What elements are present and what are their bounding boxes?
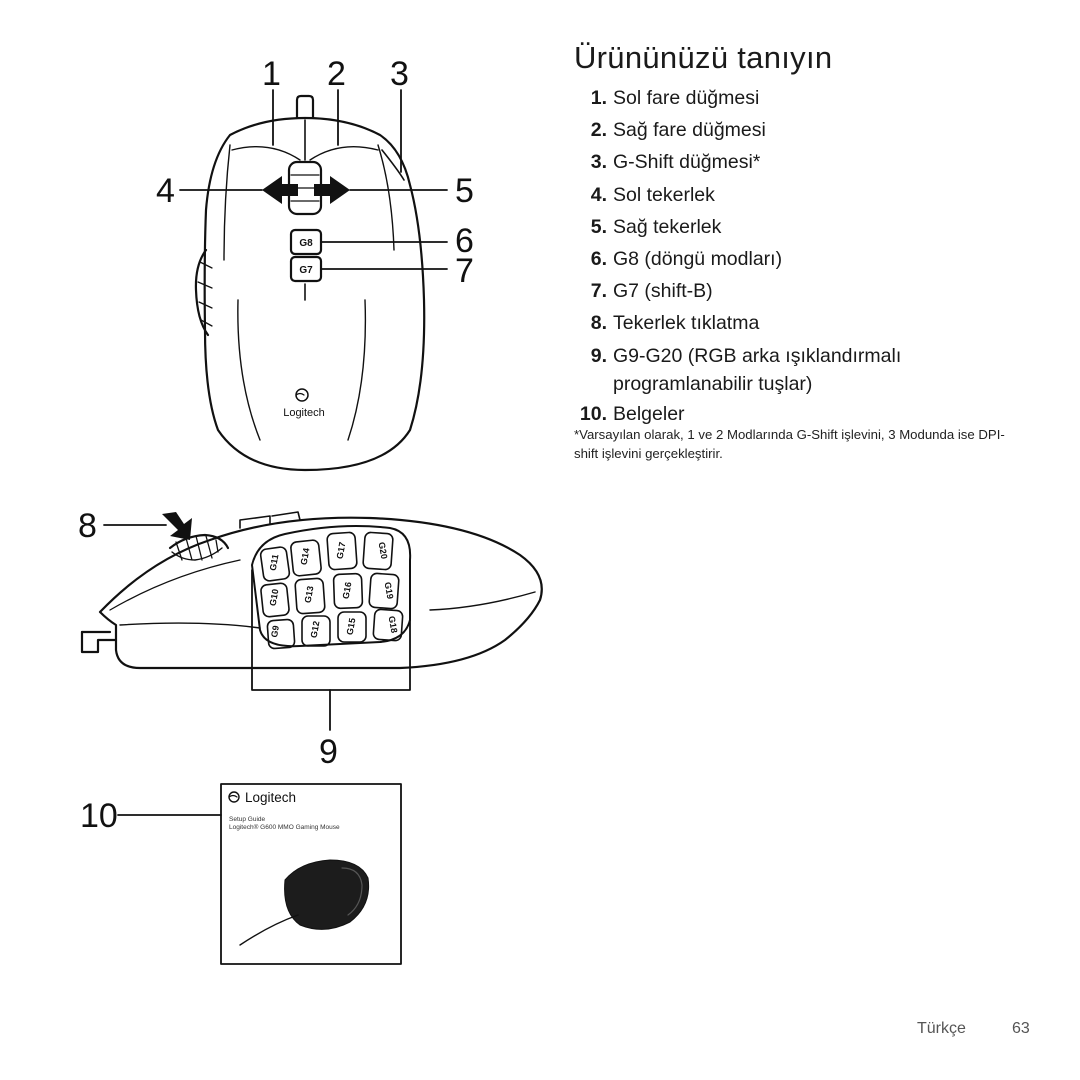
mouse-top-view bbox=[194, 94, 426, 472]
item-number: 9. bbox=[590, 344, 607, 367]
parts-list: 1. Sol fare düğmesi 2. Sağ fare düğmesi 3.… bbox=[574, 82, 1034, 430]
page-title: Ürününüzü tanıyın bbox=[574, 40, 833, 75]
button-g11-label: G11 bbox=[268, 553, 281, 571]
item-label: G-Shift düğmesi* bbox=[613, 151, 761, 174]
callout-6: 6 bbox=[455, 222, 474, 260]
side-button-labels: G9 G10 G11 G12 G13 G14 G15 G16 G17 G18 G… bbox=[268, 541, 400, 638]
item-number: 8. bbox=[590, 312, 607, 335]
list-item: 9. G9-G20 (RGB arka ışıklandırmalı progra… bbox=[574, 340, 1034, 398]
item-number: 2. bbox=[590, 119, 607, 142]
callout-7: 7 bbox=[455, 252, 474, 290]
callout-1: 1 bbox=[262, 55, 281, 93]
callout-3: 3 bbox=[390, 55, 409, 93]
booklet-line-2: Logitech® G600 MMO Gaming Mouse bbox=[229, 823, 340, 831]
item-number: 7. bbox=[590, 280, 607, 303]
button-g7-label: G7 bbox=[299, 265, 313, 276]
list-item: 6. G8 (döngü modları) bbox=[574, 243, 1034, 275]
booklet-brand: Logitech bbox=[245, 790, 296, 805]
button-g10-label: G10 bbox=[268, 588, 281, 606]
item-label: G9-G20 (RGB arka ışıklandırmalı programl… bbox=[613, 344, 902, 395]
callout-5: 5 bbox=[455, 172, 474, 210]
button-g14-label: G14 bbox=[299, 547, 312, 565]
button-g9-label: G9 bbox=[269, 625, 281, 639]
button-g13-label: G13 bbox=[303, 585, 316, 603]
button-g18-label: G18 bbox=[387, 615, 400, 633]
button-g20-label: G20 bbox=[377, 541, 390, 559]
item-number: 5. bbox=[590, 215, 607, 238]
item-label: Sağ fare düğmesi bbox=[613, 119, 766, 142]
button-g17-label: G17 bbox=[335, 541, 348, 559]
callout-8: 8 bbox=[78, 507, 97, 545]
button-g19-label: G19 bbox=[383, 581, 396, 599]
callout-leaders-side bbox=[103, 524, 411, 731]
side-buttons bbox=[259, 531, 404, 650]
callout-2: 2 bbox=[327, 55, 346, 93]
item-number: 3. bbox=[590, 151, 607, 174]
footer-language: Türkçe bbox=[917, 1020, 966, 1037]
list-item: 2. Sağ fare düğmesi bbox=[574, 114, 1034, 146]
item-label: G8 (döngü modları) bbox=[613, 248, 783, 271]
button-g8-label: G8 bbox=[299, 238, 313, 249]
list-item: 1. Sol fare düğmesi bbox=[574, 82, 1034, 114]
booklet-line-1: Setup Guide bbox=[229, 816, 266, 823]
button-g16-label: G16 bbox=[341, 581, 354, 599]
logitech-logo-text: Logitech bbox=[283, 407, 325, 419]
list-item: 7. G7 (shift-B) bbox=[574, 275, 1034, 307]
list-item: 4. Sol tekerlek bbox=[574, 179, 1034, 211]
callout-4: 4 bbox=[156, 172, 175, 210]
item-label: Sol fare düğmesi bbox=[613, 87, 760, 109]
item-number: 10. bbox=[579, 402, 607, 425]
item-label: Sol tekerlek bbox=[613, 183, 715, 206]
setup-guide-booklet bbox=[220, 783, 402, 965]
button-g15-label: G15 bbox=[345, 617, 358, 635]
footnote: *Varsayılan olarak, 1 ve 2 Modlarında G-… bbox=[574, 427, 1005, 461]
callout-leaders-top bbox=[179, 89, 448, 270]
item-number: 4. bbox=[590, 183, 607, 206]
mouse-side-view bbox=[80, 511, 543, 670]
callout-9: 9 bbox=[319, 733, 338, 771]
list-item: 5. Sağ tekerlek bbox=[574, 211, 1034, 243]
button-g12-label: G12 bbox=[309, 620, 322, 638]
product-diagram: 1 2 3 4 5 6 7 G8 G7 Logitech bbox=[78, 55, 543, 965]
callout-10: 10 bbox=[80, 797, 118, 835]
list-item: 8. Tekerlek tıklatma bbox=[574, 307, 1034, 339]
item-label: G7 (shift-B) bbox=[613, 280, 713, 303]
item-label: Tekerlek tıklatma bbox=[613, 312, 760, 335]
item-number: 6. bbox=[590, 248, 607, 271]
item-number: 1. bbox=[590, 87, 607, 109]
list-item: 3. G-Shift düğmesi* bbox=[574, 146, 1034, 178]
item-label: Belgeler bbox=[613, 402, 685, 425]
list-item: 10. Belgeler bbox=[574, 398, 1034, 430]
page-number: 63 bbox=[1012, 1020, 1030, 1037]
item-label: Sağ tekerlek bbox=[613, 215, 722, 238]
